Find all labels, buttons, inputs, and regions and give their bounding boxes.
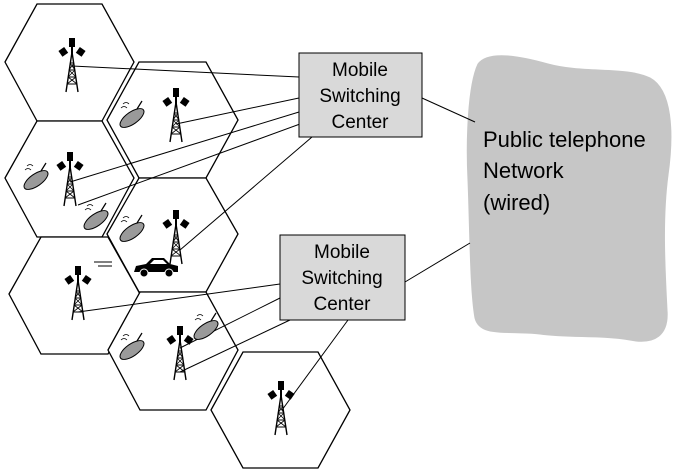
- msc-upper: Mobile Switching Center: [298, 52, 423, 138]
- cell-1: [4, 3, 135, 122]
- msc-lower-line2: Switching: [301, 268, 382, 289]
- msc-upper-line2: Switching: [319, 86, 400, 107]
- link-msc1-network: [421, 97, 476, 123]
- msc-lower-line1: Mobile: [314, 242, 370, 263]
- link-cell3-msc1: [69, 111, 300, 183]
- msc-upper-line1: Mobile: [332, 60, 388, 81]
- network-label-line2: Network: [483, 158, 565, 183]
- link-cell4-msc1: [179, 136, 313, 251]
- msc-upper-line3: Center: [331, 112, 389, 133]
- network-label-line3: (wired): [483, 190, 550, 215]
- car-motion-lines: [94, 261, 112, 267]
- link-msc2-network: [404, 242, 471, 283]
- link-cell1-msc1: [71, 65, 300, 78]
- network-label-line1: Public telephone: [483, 127, 646, 152]
- link-cell5-msc2: [77, 283, 281, 313]
- msc-lower-line3: Center: [313, 294, 371, 315]
- link-cell6b-msc2: [179, 319, 291, 373]
- link-cell2-msc1: [175, 97, 300, 125]
- cell-6: [107, 291, 239, 411]
- public-network-cloud: [466, 55, 672, 342]
- link-cell3b-msc1: [77, 123, 301, 206]
- msc-lower: Mobile Switching Center: [279, 234, 406, 321]
